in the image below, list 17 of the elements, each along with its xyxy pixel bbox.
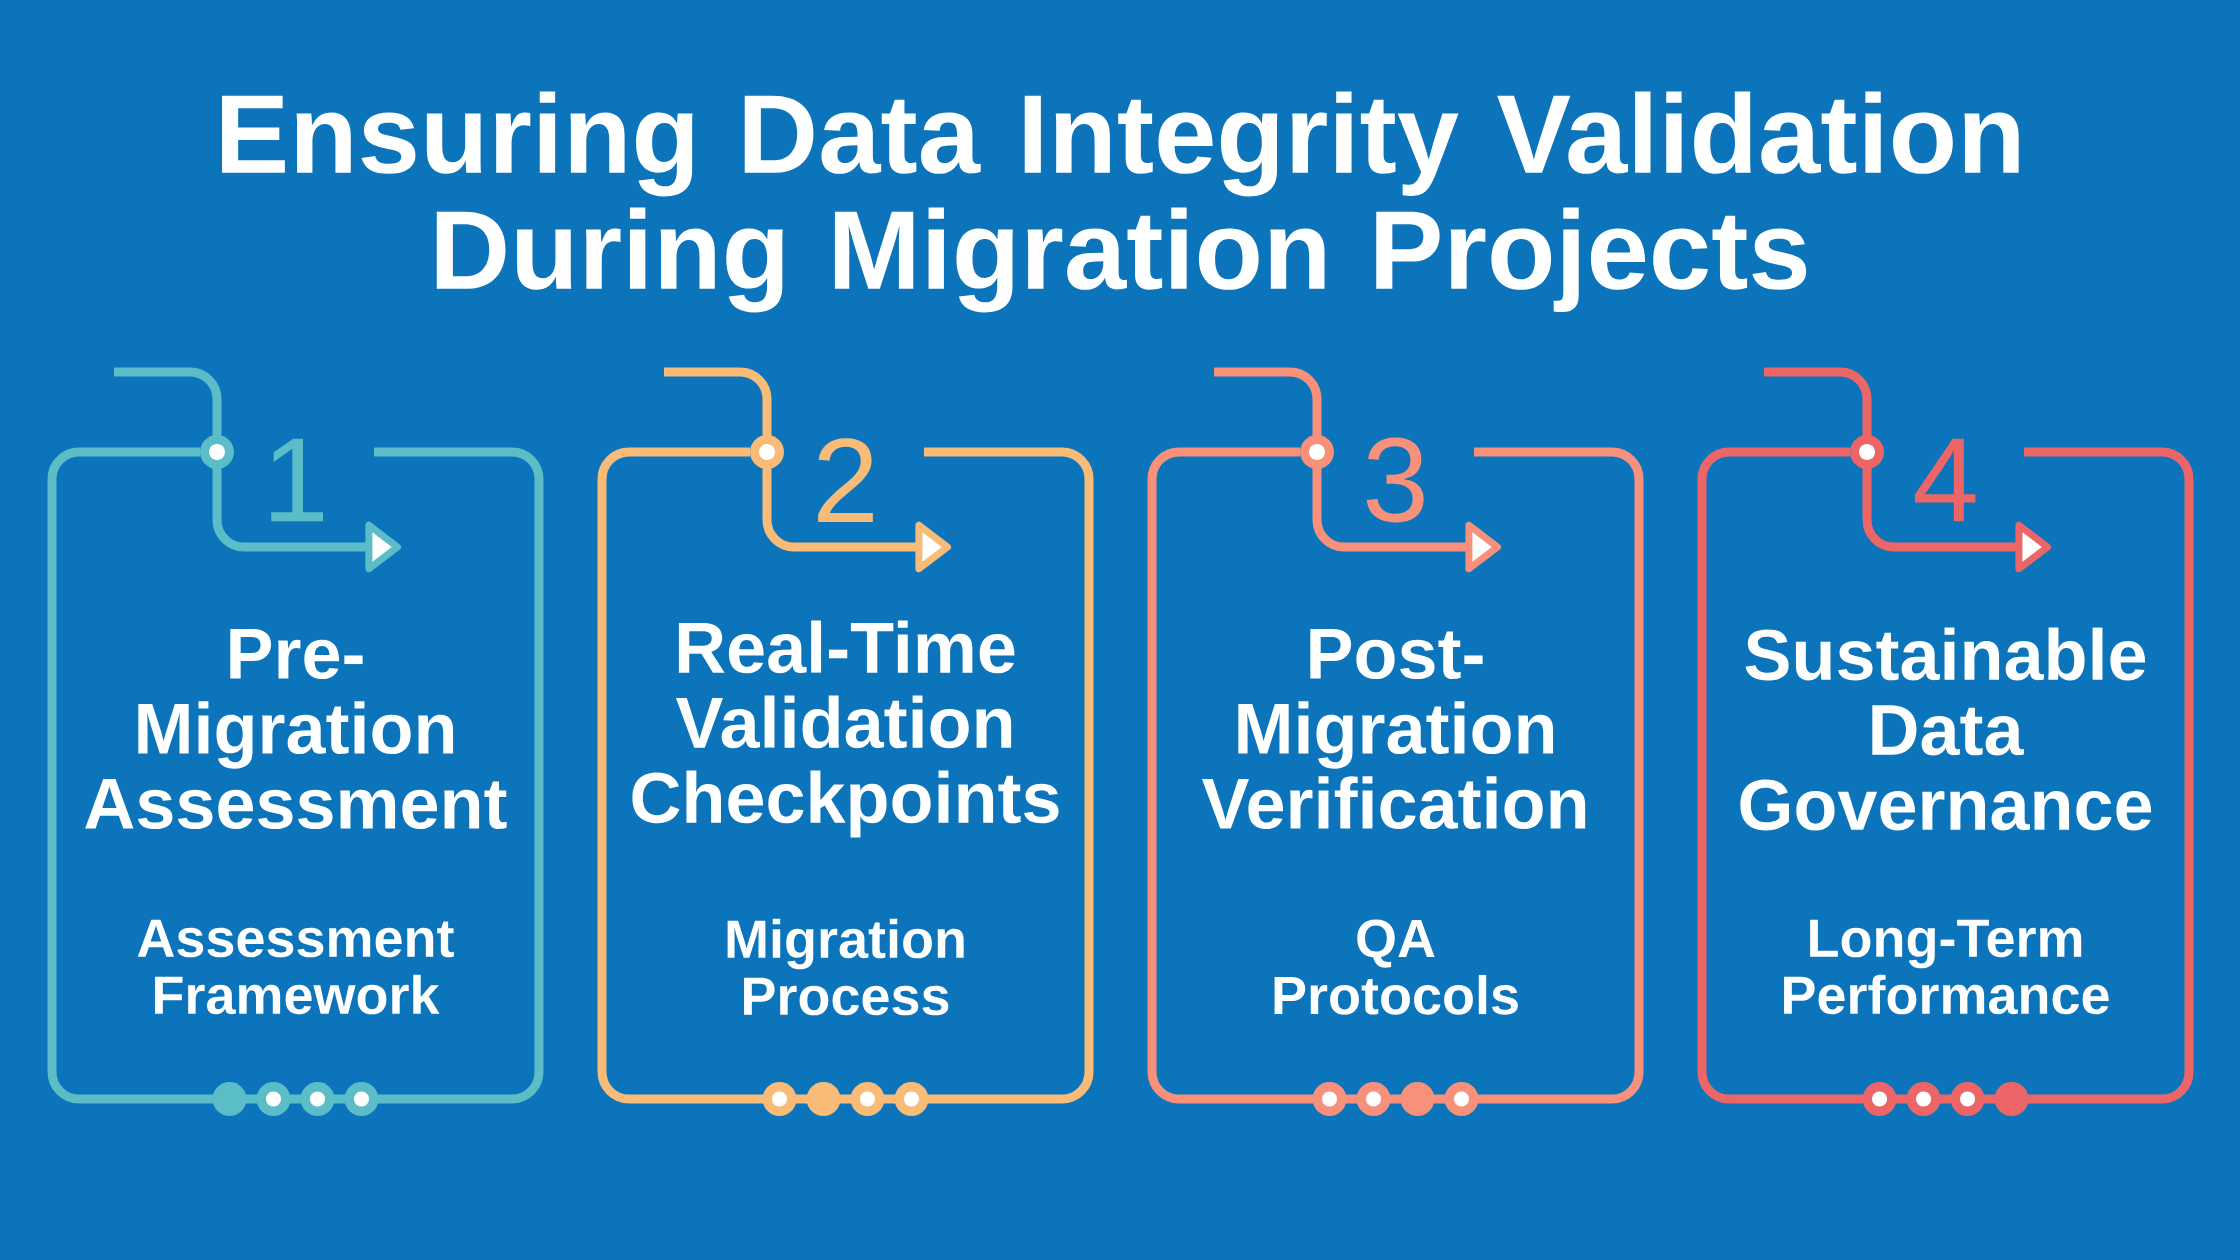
step-title: Real-Time Validation Checkpoints bbox=[632, 620, 1059, 838]
step-title: Pre-Migration Assessment bbox=[85, 628, 507, 830]
step-number: 2 bbox=[818, 438, 873, 522]
step-card bbox=[1147, 437, 1644, 1104]
step-title: Sustainable Data Governance bbox=[1740, 627, 2152, 831]
step-card bbox=[597, 438, 1094, 1104]
step-number: 3 bbox=[1366, 437, 1424, 523]
step-title: Post-Migration Verification bbox=[1201, 628, 1586, 830]
title: Ensuring Data Integrity Validation During Migration Projects bbox=[222, 91, 2019, 313]
step-number: 1 bbox=[271, 438, 323, 522]
step-number: 4 bbox=[1914, 438, 1976, 522]
step-subtitle: Migration Process bbox=[727, 918, 964, 1016]
step-subtitle: QA Protocols bbox=[1274, 919, 1518, 1015]
step-card bbox=[1697, 438, 2194, 1104]
step-subtitle: Long-Term Performance bbox=[1784, 919, 2109, 1015]
step-subtitle: Assessment Framework bbox=[137, 919, 454, 1015]
step-card bbox=[47, 438, 544, 1104]
